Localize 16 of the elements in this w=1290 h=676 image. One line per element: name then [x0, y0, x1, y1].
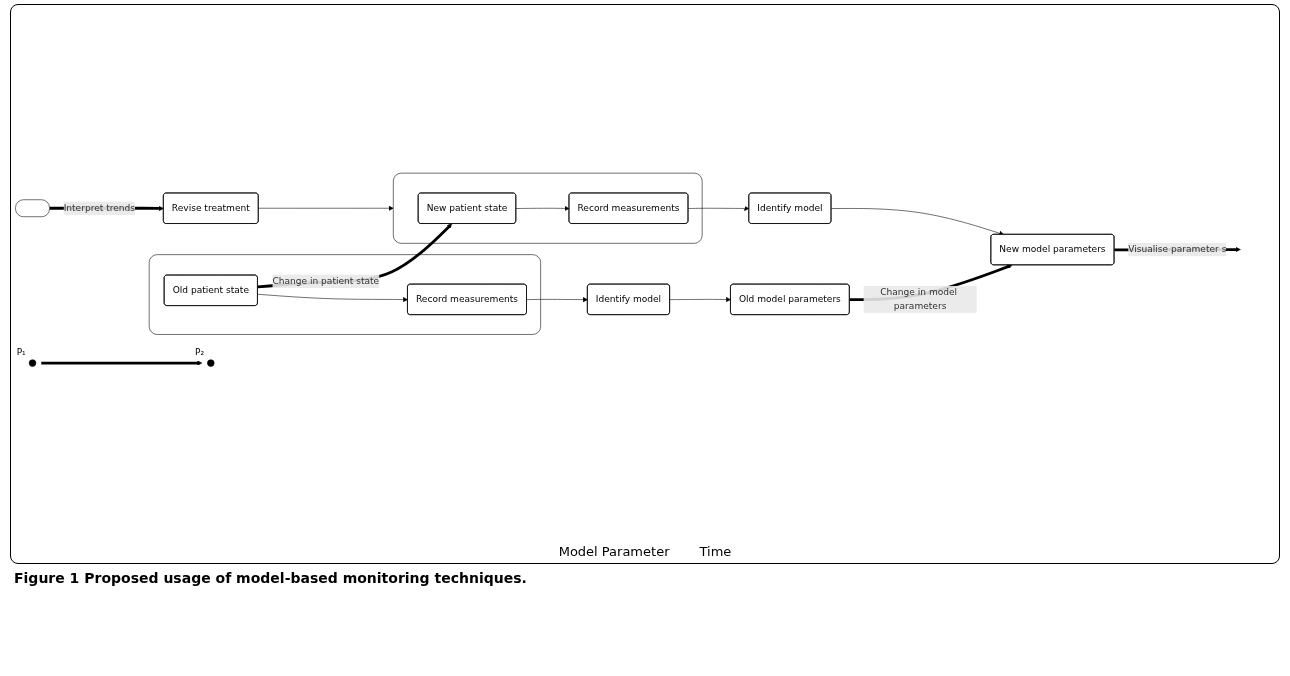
node-circle	[28, 359, 37, 367]
arrow	[257, 223, 453, 289]
edge-label: Interpret trends	[63, 202, 136, 214]
node-box	[15, 199, 50, 217]
cluster	[393, 172, 703, 244]
cluster	[148, 254, 541, 335]
node-circle	[207, 359, 215, 367]
edge-label: Visualise parameter s	[1128, 243, 1227, 255]
node-label: P₁	[16, 346, 26, 357]
edge-label: Change in patient state	[272, 275, 380, 287]
node-label: P₂	[194, 346, 205, 357]
edge-label: Change in model parameters	[880, 286, 958, 312]
axis-label: Time	[699, 544, 732, 559]
arrow	[41, 360, 203, 366]
figure-caption: Figure 1 Proposed usage of model-based monitoring techniques.	[14, 570, 528, 586]
axis-label: Model Parameter	[558, 544, 670, 559]
